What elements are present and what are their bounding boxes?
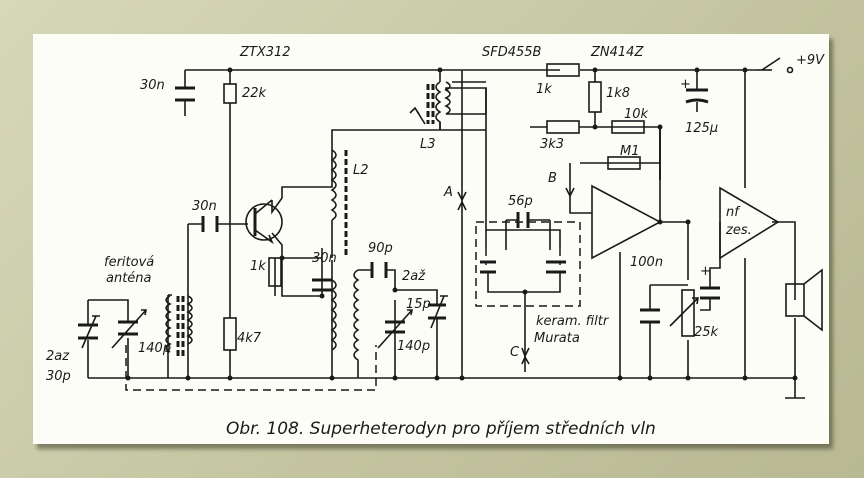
labels: ZTX312 SFD455B ZN414Z +9V 30n 22k 1k 1k8… (46, 45, 825, 439)
label-c-100n: 100n (630, 255, 663, 270)
label-filter-part: SFD455B (482, 45, 542, 60)
label-r-1k8: 1k8 (606, 86, 630, 101)
label-ic: ZN414Z (590, 45, 644, 60)
label-r-3k3: 3k3 (540, 137, 564, 152)
label-antenna-2: anténa (106, 271, 152, 286)
label-transistor: ZTX312 (239, 45, 291, 60)
schematic-paper: ZTX312 SFD455B ZN414Z +9V 30n 22k 1k 1k8… (33, 34, 829, 444)
dashed-lines (125, 221, 581, 391)
label-trim-2az-b: 2az (46, 349, 70, 364)
components (78, 57, 823, 381)
label-supply: +9V (796, 53, 825, 68)
label-filter-2: Murata (534, 331, 580, 346)
label-r-22k: 22k (242, 86, 267, 101)
label-filter-1: keram. filtr (536, 314, 610, 329)
label-var-140p-osc: 140p (397, 339, 430, 354)
label-trim-2az-a: 2až (402, 269, 426, 284)
label-r-m1: M1 (620, 144, 640, 159)
label-var-140p-ant: 140p (138, 341, 171, 356)
label-antenna-1: feritová (104, 255, 154, 270)
label-point-b: B (548, 171, 557, 186)
label-point-c: C (510, 345, 520, 360)
figure-caption: Obr. 108. Superheterodyn pro příjem stře… (226, 419, 656, 439)
label-c-30n-emitter: 30n (312, 251, 337, 266)
label-point-a: A (443, 185, 453, 200)
label-c-90p: 90p (368, 241, 393, 256)
label-trim-15p: 15p (406, 297, 431, 312)
label-l3: L3 (420, 137, 436, 152)
label-r-1k-emitter: 1k (250, 259, 266, 274)
circuit-schematic: ZTX312 SFD455B ZN414Z +9V 30n 22k 1k 1k8… (46, 45, 825, 439)
label-trim-30p: 30p (46, 369, 71, 384)
label-c-amp-plus: + (700, 264, 711, 279)
label-c-30n-base: 30n (192, 199, 217, 214)
label-nf-1: nf (726, 205, 741, 220)
label-c-30n-top: 30n (140, 78, 165, 93)
label-c-56p: 56p (508, 194, 533, 209)
label-r-1k-top: 1k (536, 82, 552, 97)
label-r-4k7: 4k7 (237, 331, 262, 346)
transistor-symbol (245, 203, 283, 241)
label-c-125u: 125μ (685, 121, 718, 136)
wires (87, 69, 805, 399)
label-r-10k: 10k (624, 107, 649, 122)
label-c-125u-plus: + (680, 77, 691, 92)
label-pot-25k: 25k (694, 325, 719, 340)
label-l2: L2 (353, 163, 369, 178)
label-nf-2: zes. (725, 223, 752, 238)
